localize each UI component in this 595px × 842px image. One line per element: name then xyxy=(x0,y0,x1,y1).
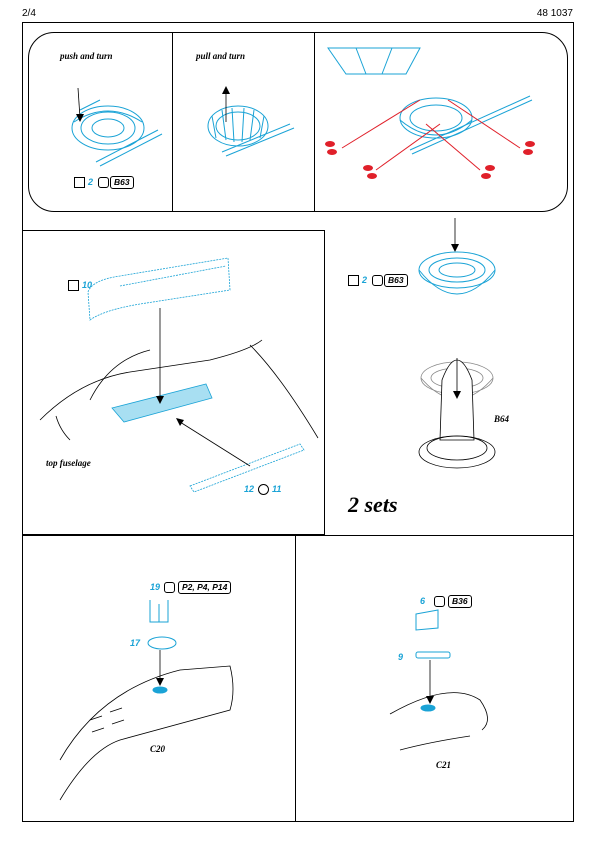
panel-top-divider-1 xyxy=(172,32,173,212)
step1-ref: B63 xyxy=(110,176,134,189)
cut-drawing xyxy=(327,47,533,155)
b64-base-drawing xyxy=(418,359,496,469)
part-6-9-drawing xyxy=(415,609,451,712)
pull-turn-drawing xyxy=(207,105,295,157)
panel-bottom-line xyxy=(22,535,574,536)
circle-mark-icon xyxy=(258,484,269,495)
c20-label: C20 xyxy=(150,744,166,754)
step1-qty: 2 xyxy=(88,177,94,187)
gear-icon xyxy=(434,596,445,607)
header-rule xyxy=(22,22,574,23)
fuselage-drawing xyxy=(39,339,319,441)
fold-icon xyxy=(74,177,85,188)
fuselage-label: top fuselage xyxy=(46,458,91,468)
panel-top-divider-2 xyxy=(314,32,315,212)
page-number: 2/4 xyxy=(22,8,36,19)
part-12-label: 12 xyxy=(244,484,255,494)
panel-bottom-divider xyxy=(295,535,296,822)
part-6-label: 6 xyxy=(420,596,426,606)
gear-icon xyxy=(164,582,175,593)
b64-label: B64 xyxy=(494,414,510,424)
step3-qty: 2 xyxy=(362,275,368,285)
part-10-label: 10 xyxy=(82,280,93,290)
c21-label: C21 xyxy=(436,760,452,770)
panel-fuselage xyxy=(22,230,325,535)
part-10-drawing xyxy=(87,257,231,321)
scissors-icon xyxy=(325,141,535,179)
part-9-label: 9 xyxy=(398,652,404,662)
push-turn-drawing xyxy=(71,99,163,167)
kit-code: 48 1037 xyxy=(536,8,573,19)
panel-top xyxy=(28,32,568,212)
part-19-17-drawing xyxy=(147,600,177,694)
c20-drawing xyxy=(59,665,234,801)
c21-drawing xyxy=(389,692,488,751)
cut-lines xyxy=(341,99,521,171)
pull-turn-label: pull and turn xyxy=(196,51,246,61)
part-b63-drawing xyxy=(418,251,496,295)
gear-icon xyxy=(372,275,383,286)
push-turn-label: push and turn xyxy=(60,51,113,61)
step5-ref: B36 xyxy=(448,595,472,608)
step3-ref: B63 xyxy=(384,274,408,287)
part-12-11-drawing xyxy=(111,383,305,493)
sets-label: 2 sets xyxy=(348,492,398,517)
fold-icon xyxy=(348,275,359,286)
part-19-label: 19 xyxy=(150,582,161,592)
fold-icon xyxy=(68,280,79,291)
part-17-label: 17 xyxy=(130,638,141,648)
step4-refs: P2, P4, P14 xyxy=(178,581,232,594)
gear-icon xyxy=(98,177,109,188)
part-11-label: 11 xyxy=(272,484,282,494)
